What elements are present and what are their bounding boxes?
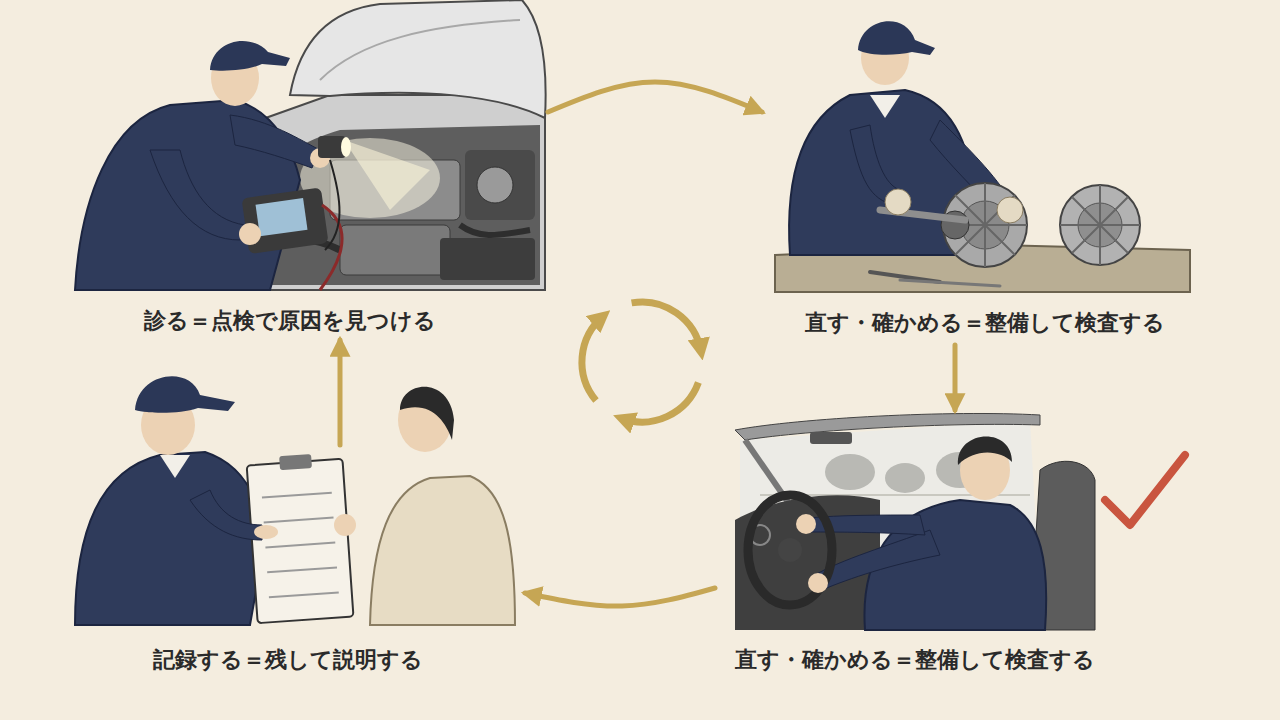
engine-inspection-illustration bbox=[210, 41, 290, 71]
engine-inspection-illustration bbox=[75, 0, 546, 290]
record-explanation-illustration bbox=[75, 376, 515, 625]
engine-inspection-illustration bbox=[239, 223, 261, 245]
engine-inspection-illustration bbox=[230, 115, 320, 168]
cycle-symbol bbox=[622, 383, 699, 423]
step-caption: 記録する＝残して説明する bbox=[78, 645, 498, 675]
record-explanation-illustration bbox=[160, 455, 190, 478]
engine-inspection-illustration bbox=[460, 225, 530, 235]
repair-workbench-illustration bbox=[775, 21, 1190, 292]
record-explanation-illustration bbox=[334, 514, 356, 536]
repair-workbench-illustration bbox=[900, 280, 1000, 286]
engine-inspection-illustration bbox=[242, 187, 329, 254]
cycle-symbol bbox=[632, 302, 702, 352]
repair-workbench-illustration bbox=[1060, 185, 1140, 265]
flow-arrow bbox=[525, 588, 715, 606]
repair-workbench-illustration bbox=[1060, 185, 1140, 265]
engine-inspection-illustration bbox=[320, 20, 520, 80]
record-explanation-illustration bbox=[279, 454, 312, 470]
step-panel: 診る＝点検で原因を見つける bbox=[75, 0, 548, 340]
engine-inspection-illustration bbox=[242, 187, 329, 254]
engine-inspection-illustration bbox=[465, 150, 535, 220]
test-drive-illustration bbox=[778, 538, 802, 562]
test-drive-illustration bbox=[810, 432, 852, 444]
engine-inspection-illustration bbox=[290, 0, 546, 118]
test-drive-illustration bbox=[958, 436, 1012, 465]
engine-inspection-illustration bbox=[340, 225, 450, 275]
record-explanation-illustration bbox=[246, 452, 353, 623]
repair-workbench-illustration bbox=[870, 95, 900, 118]
cycle-symbol bbox=[582, 316, 603, 401]
test-drive-illustration bbox=[748, 495, 832, 605]
step-panel: 記録する＝残して説明する bbox=[70, 445, 525, 680]
step-caption: 直す・確かめる＝整備して検査する bbox=[765, 308, 1205, 338]
record-explanation-illustration bbox=[254, 525, 278, 539]
engine-inspection-illustration bbox=[150, 150, 245, 240]
test-drive-illustration bbox=[796, 514, 816, 534]
test-drive-illustration bbox=[825, 454, 875, 490]
repair-workbench-illustration bbox=[858, 21, 935, 55]
record-explanation-illustration bbox=[190, 490, 262, 540]
cycle-symbol bbox=[582, 302, 701, 422]
repair-workbench-illustration bbox=[997, 197, 1023, 223]
test-drive-illustration bbox=[808, 573, 828, 593]
repair-workbench-illustration bbox=[885, 189, 911, 215]
step-panel: 直す・確かめる＝整備して検査する bbox=[715, 410, 1200, 680]
record-explanation-illustration bbox=[75, 452, 265, 625]
record-explanation-illustration bbox=[135, 376, 235, 412]
test-drive-illustration bbox=[735, 413, 1185, 630]
record-explanation-illustration bbox=[247, 459, 354, 623]
flow-arrow bbox=[953, 345, 958, 410]
record-explanation-illustration bbox=[262, 493, 339, 598]
flow-arrow bbox=[338, 340, 343, 445]
flow-arrow bbox=[548, 82, 762, 112]
step-caption: 直す・確かめる＝整備して検査する bbox=[715, 645, 1115, 675]
repair-workbench-illustration bbox=[789, 90, 975, 255]
engine-inspection-illustration bbox=[256, 198, 308, 236]
step-caption: 診る＝点検で原因を見つける bbox=[75, 306, 505, 336]
step-panel: 直す・確かめる＝整備して検査する bbox=[762, 5, 1200, 345]
test-drive-illustration bbox=[885, 463, 925, 493]
test-drive-illustration bbox=[1105, 455, 1185, 525]
test-drive-illustration bbox=[735, 413, 1040, 440]
record-explanation-illustration bbox=[370, 476, 515, 625]
record-explanation-illustration bbox=[400, 387, 454, 440]
engine-inspection-illustration bbox=[325, 160, 340, 250]
engine-inspection-illustration bbox=[341, 137, 351, 157]
engine-inspection-illustration bbox=[477, 167, 513, 203]
engine-inspection-illustration bbox=[440, 238, 535, 280]
